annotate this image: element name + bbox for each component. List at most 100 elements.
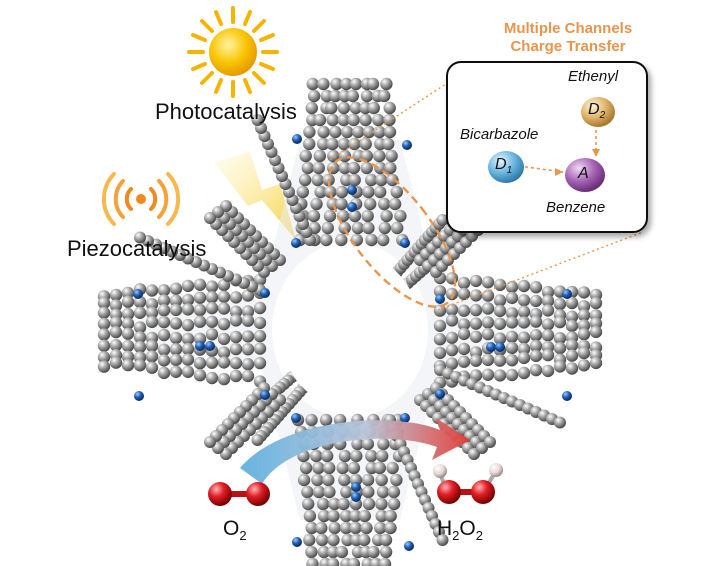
carbon-atom — [312, 461, 325, 475]
carbon-atom — [367, 545, 380, 559]
carbon-atom — [329, 89, 342, 103]
nitrogen-atom — [260, 288, 270, 298]
nitrogen-atom — [260, 390, 270, 400]
carbon-atom — [169, 317, 183, 330]
inset-panel — [446, 61, 648, 233]
carbon-atom — [145, 306, 159, 319]
carbon-atom — [445, 357, 459, 370]
carbon-atom — [310, 449, 323, 463]
carbon-atom — [349, 101, 362, 115]
carbon-atom — [316, 497, 330, 511]
carbon-atom — [457, 276, 471, 290]
carbon-atom — [577, 346, 591, 360]
carbon-atom — [337, 101, 351, 115]
carbon-atom — [145, 315, 159, 329]
carbon-atom — [384, 521, 397, 535]
arrow-d1-to-a — [555, 168, 563, 176]
carbon-atom — [121, 307, 135, 321]
carbon-atom — [313, 113, 327, 127]
carbon-atom — [505, 316, 519, 329]
carbon-atom — [457, 355, 471, 368]
nitrogen-atom — [292, 134, 302, 144]
carbon-atom — [493, 294, 507, 307]
carbon-atom — [315, 533, 329, 547]
carbon-atom — [204, 436, 216, 448]
conversion-arrow — [240, 418, 470, 484]
carbon-atom — [360, 161, 373, 175]
carbon-atom — [319, 413, 333, 427]
carbon-atom — [436, 534, 449, 546]
carbon-atom — [338, 161, 351, 175]
carbon-atom — [445, 272, 459, 285]
carbon-atom — [348, 137, 361, 151]
nitrogen-atom — [435, 294, 445, 304]
carbon-atom — [323, 485, 336, 499]
carbon-atom — [157, 284, 171, 297]
nitrogen-atom — [562, 289, 572, 299]
carbon-atom — [303, 125, 316, 139]
carbon-atom — [241, 369, 255, 383]
carbon-atom — [312, 485, 326, 499]
carbon-atom — [517, 294, 531, 307]
carbon-atom — [493, 304, 507, 318]
carbon-atom — [157, 328, 171, 342]
carbon-atom — [379, 533, 393, 547]
carbon-atom — [565, 310, 579, 323]
carbon-atom — [296, 185, 309, 199]
carbon-atom — [445, 303, 459, 316]
carbon-atom — [505, 307, 519, 320]
carbon-atom — [204, 212, 216, 224]
carbon-atom — [376, 485, 390, 499]
carbon-atom — [364, 197, 377, 211]
carbon-atom — [577, 319, 591, 332]
benzene-label: Benzene — [546, 199, 606, 216]
carbon-atom — [457, 327, 471, 341]
carbon-atom — [253, 316, 267, 330]
carbon-atom — [433, 333, 447, 346]
carbon-atom — [193, 332, 207, 345]
carbon-atom — [341, 125, 354, 139]
carbon-atom — [386, 173, 399, 187]
carbon-atom — [97, 351, 111, 364]
carbon-atom — [169, 343, 183, 356]
carbon-atom — [317, 545, 331, 559]
carbon-atom — [386, 461, 399, 475]
carbon-atom — [337, 497, 350, 511]
carbon-atom — [303, 533, 316, 547]
carbon-atom — [341, 533, 354, 547]
carbon-atom — [205, 371, 219, 385]
carbon-atom — [317, 77, 330, 91]
carbon-atom — [529, 315, 543, 328]
carbon-atom — [365, 173, 378, 187]
carbon-atom — [481, 327, 495, 341]
carbon-atom — [323, 461, 336, 475]
carbon-atom — [327, 509, 340, 523]
ethenyl-label: Ethenyl — [568, 68, 619, 85]
carbon-atom — [253, 342, 267, 355]
nitrogen-atom — [134, 391, 144, 401]
carbon-atom — [326, 557, 340, 566]
carbon-atom — [181, 318, 195, 332]
carbon-atom — [541, 304, 555, 317]
carbon-atom — [382, 137, 395, 151]
nitrogen-atom — [351, 492, 361, 502]
carbon-atom — [217, 317, 231, 331]
carbon-atom — [97, 339, 111, 352]
carbon-atom — [181, 342, 195, 356]
carbon-atom — [577, 328, 591, 341]
highlight-ellipse — [327, 156, 457, 308]
carbon-atom — [346, 89, 359, 103]
inset-connectors — [329, 75, 644, 311]
carbon-atom — [109, 316, 123, 329]
carbon-atom — [181, 303, 195, 316]
nitrogen-atom — [292, 537, 302, 547]
carbon-atom — [145, 350, 159, 363]
carbon-atom — [241, 314, 255, 327]
carbon-atom — [121, 327, 135, 340]
carbon-atom — [387, 485, 401, 499]
carbon-atom — [305, 545, 318, 559]
carbon-atom — [360, 149, 373, 163]
carbon-atom — [312, 161, 325, 175]
carbon-atom — [229, 356, 243, 370]
carbon-atom — [374, 185, 387, 199]
